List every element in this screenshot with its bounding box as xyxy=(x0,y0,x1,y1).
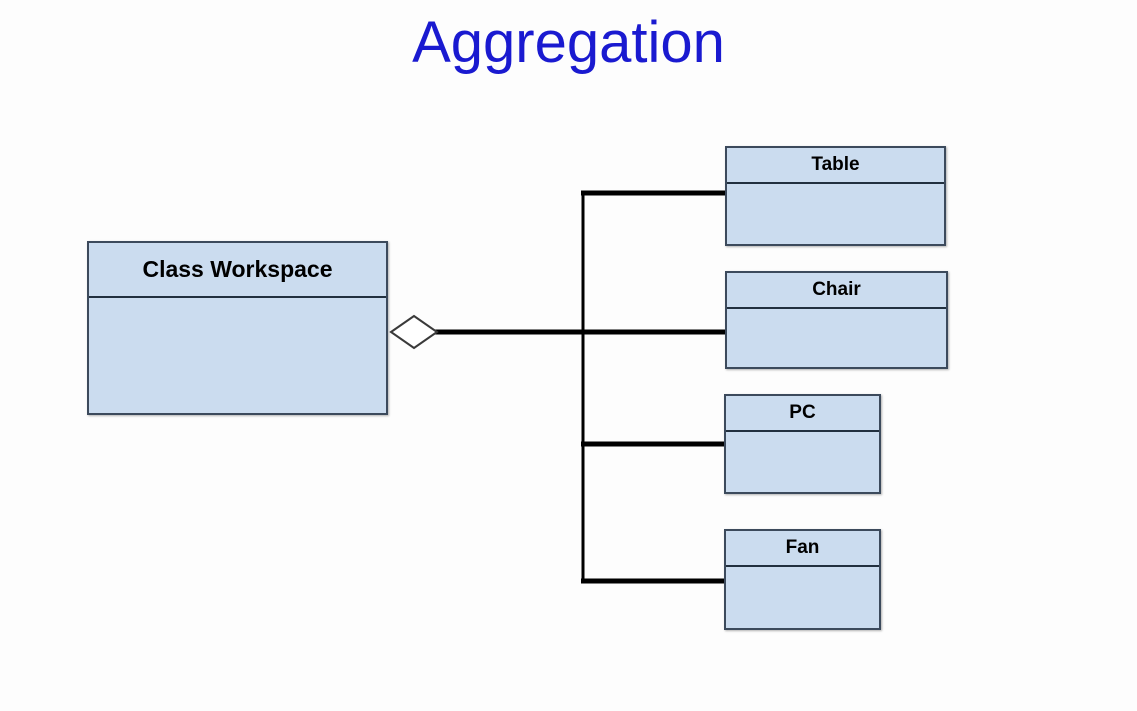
page-title: Aggregation xyxy=(412,10,725,75)
uml-class-pc[interactable]: PC xyxy=(724,394,881,494)
uml-class-name-pc: PC xyxy=(726,396,879,432)
uml-attributes-compartment-pc xyxy=(726,432,879,492)
uml-class-chair[interactable]: Chair xyxy=(725,271,948,369)
uml-attributes-compartment-workspace xyxy=(89,298,386,413)
uml-attributes-compartment-chair xyxy=(727,309,946,367)
uml-attributes-compartment-fan xyxy=(726,567,879,628)
uml-class-name-table: Table xyxy=(727,148,944,184)
uml-class-name-fan: Fan xyxy=(726,531,879,567)
uml-class-name-chair: Chair xyxy=(727,273,946,309)
aggregation-diamond-icon xyxy=(389,314,439,350)
uml-class-fan[interactable]: Fan xyxy=(724,529,881,630)
uml-class-workspace[interactable]: Class Workspace xyxy=(87,241,388,415)
uml-attributes-compartment-table xyxy=(727,184,944,244)
uml-class-name-workspace: Class Workspace xyxy=(89,243,386,298)
uml-class-table[interactable]: Table xyxy=(725,146,946,246)
